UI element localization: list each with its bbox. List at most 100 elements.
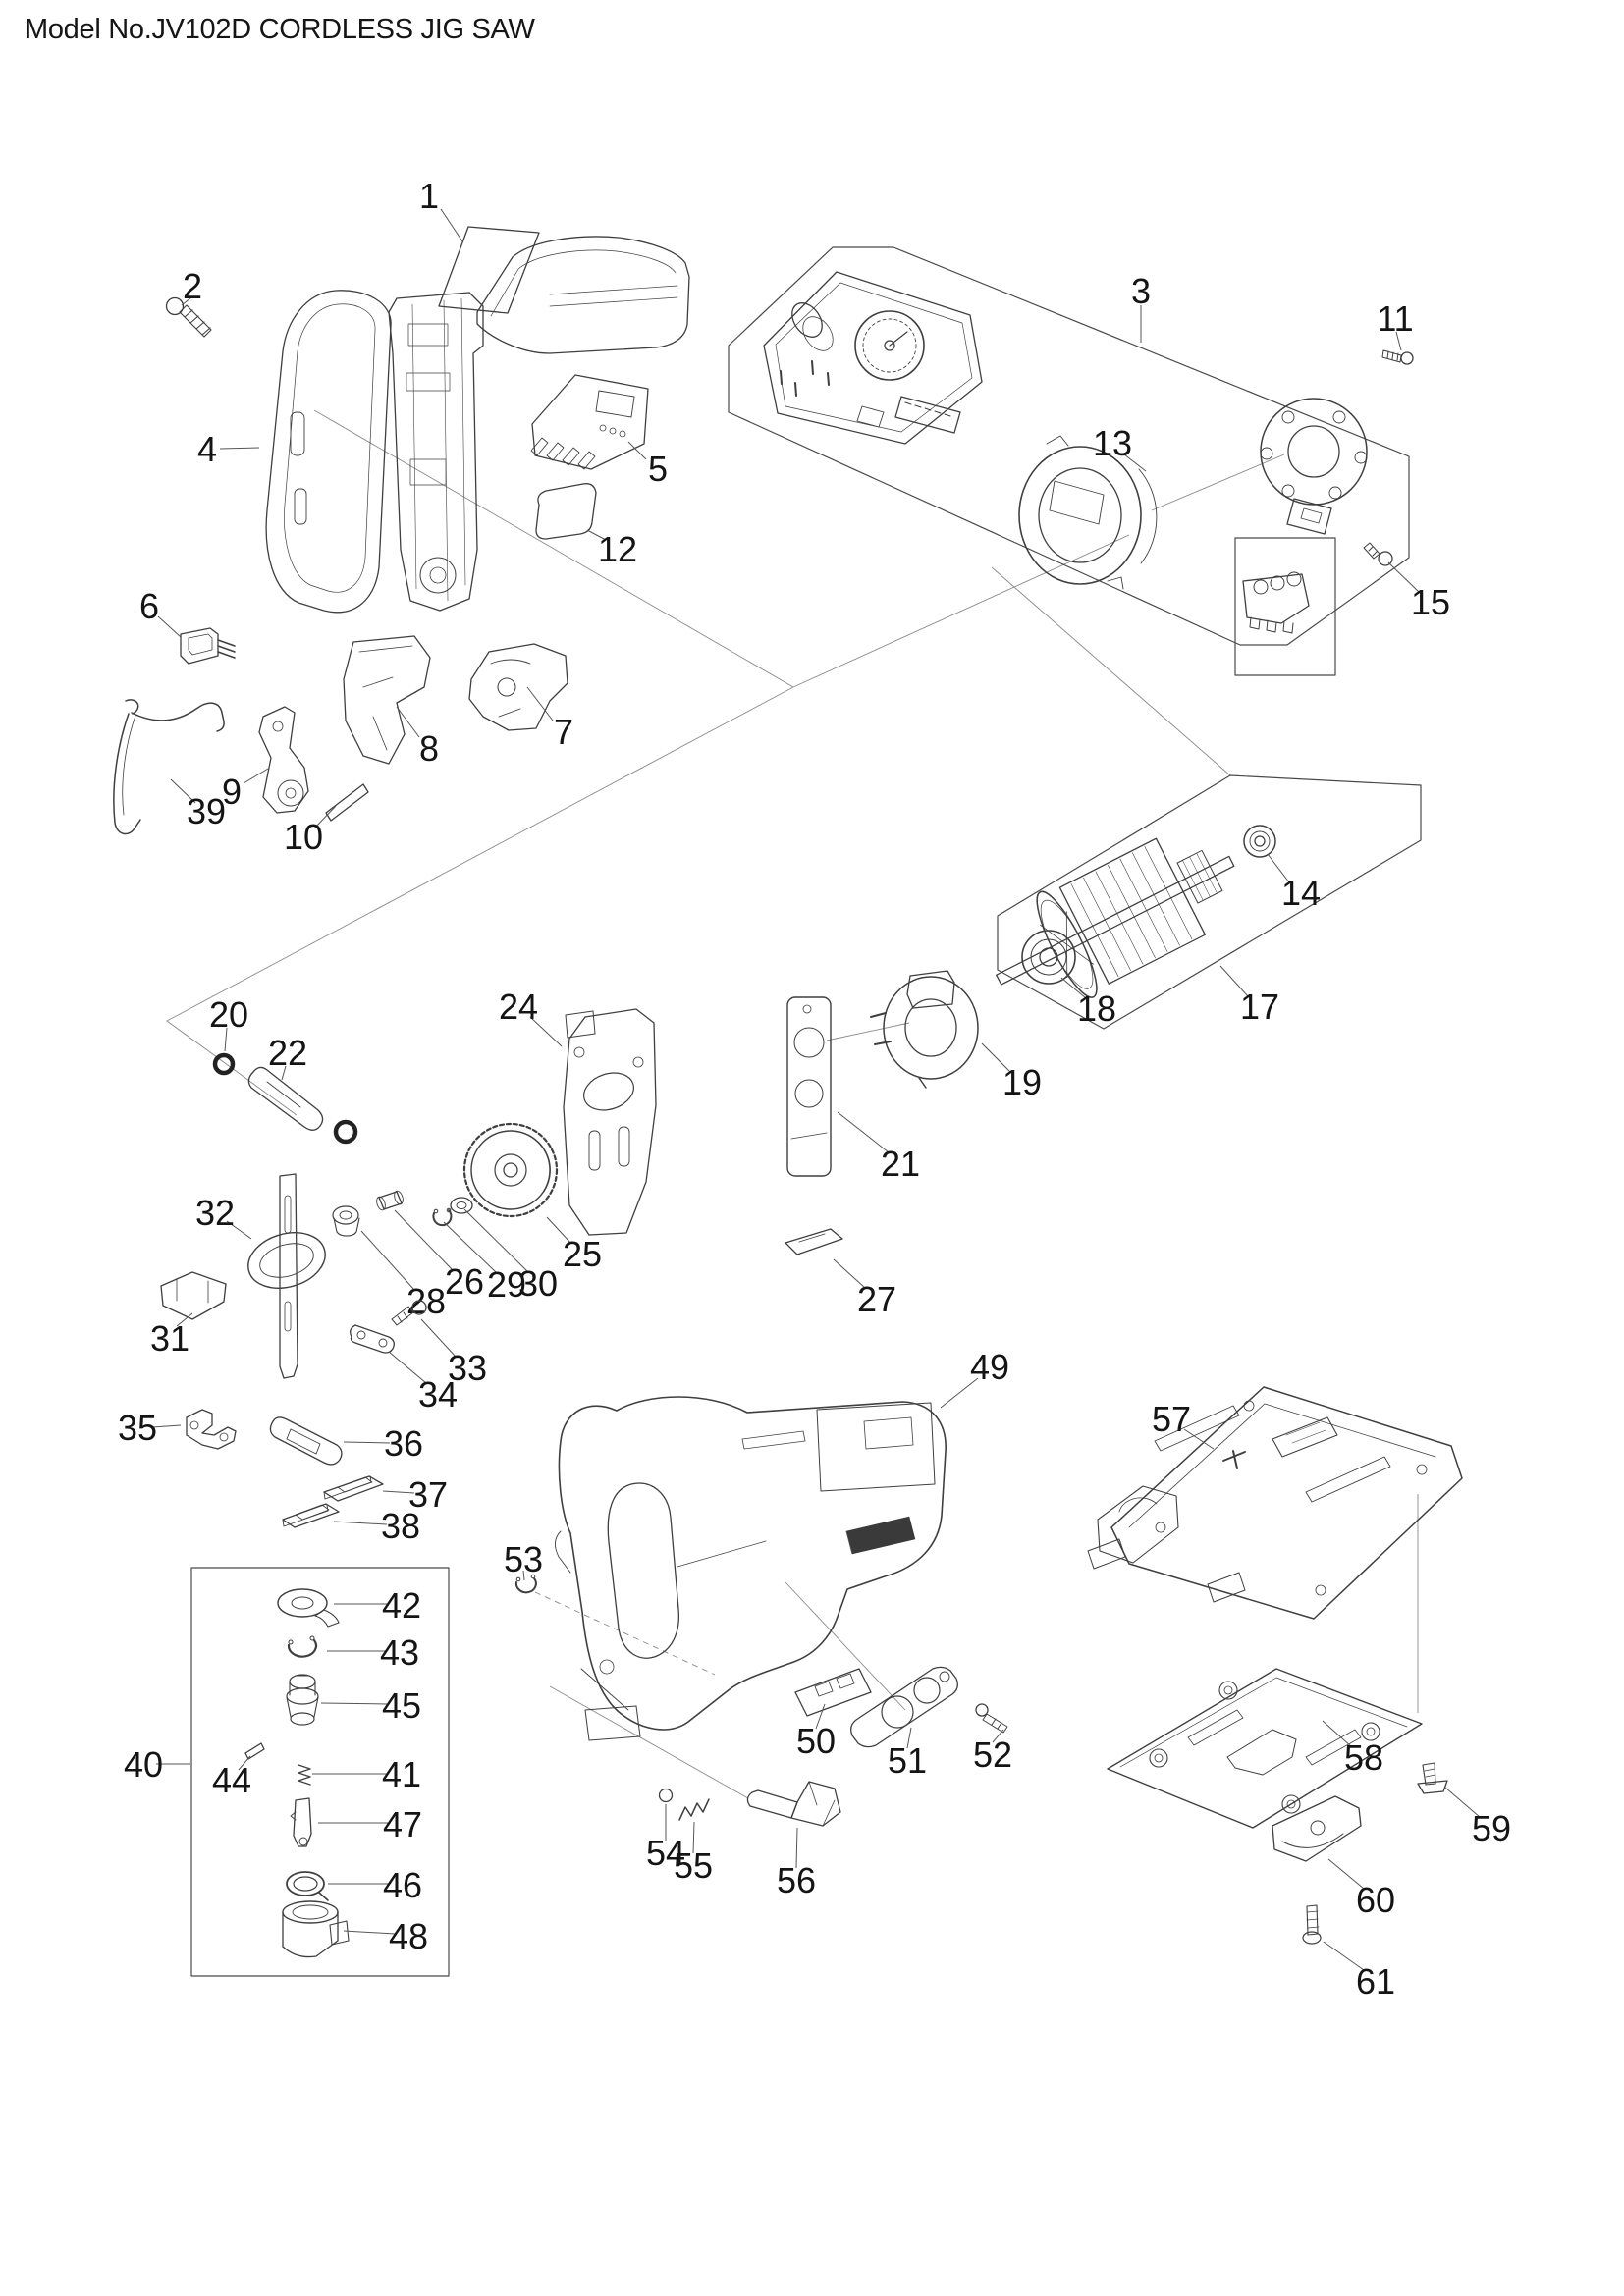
part-29-leader-line: [443, 1221, 497, 1273]
part-26-drawing: [376, 1190, 404, 1211]
part-49-label: 49: [970, 1347, 1009, 1387]
part-5-leader-line: [627, 441, 647, 460]
part-42-drawing: [277, 1588, 340, 1628]
part-36-leader-line: [343, 1441, 391, 1444]
part-17-leader-line: [1219, 965, 1249, 997]
part-27-label: 27: [857, 1279, 896, 1319]
part-4-label: 4: [197, 429, 217, 469]
part-24-label: 24: [499, 987, 538, 1027]
part-43-label: 43: [380, 1632, 419, 1673]
part-53-drawing: [514, 1574, 537, 1594]
part-8-label: 8: [419, 728, 439, 769]
part-53-label: 53: [504, 1539, 543, 1579]
part-29-label: 29: [487, 1264, 526, 1305]
part-55-drawing: [678, 1798, 710, 1821]
part-25-leader-line: [546, 1216, 571, 1244]
part-61-label: 61: [1356, 1961, 1395, 2002]
part-7-leader-line: [526, 686, 554, 721]
part-15-label: 15: [1411, 582, 1450, 622]
part-46-label: 46: [383, 1865, 422, 1905]
part-8-drawing: [343, 635, 431, 765]
part-11-leader-line: [1395, 331, 1402, 351]
part-17-drawing: [996, 837, 1235, 998]
part-58-drawing: [1107, 1668, 1423, 1829]
part-34-drawing: [350, 1324, 395, 1354]
part-10-leader-line: [313, 805, 337, 829]
part-8-leader-line: [396, 706, 420, 738]
part-39-leader-line: [170, 778, 196, 804]
part-37-drawing: [323, 1475, 384, 1502]
page-title: Model No.JV102D CORDLESS JIG SAW: [25, 14, 535, 45]
part-22-leader-line: [281, 1065, 287, 1081]
part-51-leader-line: [906, 1727, 912, 1749]
part-22-drawing: [247, 1066, 324, 1131]
part-31-drawing: [160, 1271, 227, 1320]
part-34-label: 34: [418, 1374, 458, 1415]
part-28-label: 28: [406, 1281, 446, 1321]
part-11-drawing: [1381, 349, 1414, 365]
part-52-label: 52: [973, 1735, 1012, 1775]
part-49-drawing: [555, 1396, 947, 1741]
part-51-drawing: [850, 1666, 958, 1748]
part-13-label: 13: [1093, 423, 1132, 463]
part-22-label: 22: [268, 1033, 307, 1073]
part-33-drawing: [391, 1300, 427, 1326]
flange-axis-guide-line: [1151, 454, 1285, 511]
part-5-label: 5: [648, 449, 668, 489]
part-9-drawing: [258, 706, 309, 814]
part-5-drawing: [530, 374, 649, 470]
part-17-label: 17: [1240, 987, 1279, 1027]
part-29-drawing: [432, 1207, 453, 1227]
part-56-leader-line: [795, 1827, 798, 1869]
part-36-label: 36: [384, 1423, 423, 1464]
part-28-leader-line: [360, 1230, 415, 1291]
part-33-label: 33: [448, 1348, 487, 1388]
part-41-label: 41: [382, 1754, 421, 1794]
part-1-label: 1: [419, 176, 439, 216]
part-45-leader-line: [320, 1702, 389, 1705]
part-18-drawing: [1021, 930, 1076, 985]
part-19-leader-line: [981, 1042, 1011, 1073]
part-45-drawing: [286, 1674, 319, 1726]
part-44-label: 44: [212, 1760, 251, 1800]
clip-axis-guide-line: [534, 1591, 716, 1676]
part-48-leader-line: [343, 1930, 396, 1935]
lever-axis-guide-line: [549, 1685, 749, 1799]
part-19-label: 19: [1002, 1062, 1042, 1102]
part-13-leader-line: [1123, 454, 1147, 472]
part-50-drawing: [794, 1668, 872, 1717]
part-43-drawing: [287, 1635, 318, 1658]
part-24-leader-line: [529, 1016, 563, 1047]
part-35-drawing: [186, 1409, 237, 1450]
part-10-drawing: [325, 783, 369, 822]
part-14-drawing: [1243, 825, 1276, 858]
part-59-leader-line: [1444, 1787, 1481, 1818]
part-11-label: 11: [1377, 298, 1413, 339]
part-33-leader-line: [420, 1318, 457, 1358]
part-25-label: 25: [563, 1234, 602, 1274]
terminal-outline: [1234, 537, 1336, 676]
part-44-drawing: [244, 1742, 265, 1760]
part-54-label: 54: [646, 1833, 685, 1873]
part-30-leader-line: [463, 1208, 528, 1272]
part-12-leader-line: [586, 529, 607, 541]
part-46-drawing: [286, 1871, 329, 1901]
part-30-drawing: [450, 1197, 473, 1214]
part-38-label: 38: [381, 1506, 420, 1546]
part-13-drawing: [1018, 435, 1158, 590]
part-9-label: 9: [222, 772, 242, 812]
part-6-drawing: [180, 627, 236, 665]
part-52-drawing: [975, 1703, 1008, 1734]
part-53-leader-line: [522, 1570, 525, 1581]
part-21-drawing: [786, 996, 832, 1177]
part-51-label: 51: [888, 1740, 927, 1781]
part-32-leader-line: [226, 1220, 252, 1240]
part-49-leader-line: [940, 1377, 979, 1409]
part-57-drawing: [1087, 1386, 1463, 1620]
part-47-drawing: [290, 1797, 312, 1847]
part-25-drawing: [462, 1122, 559, 1218]
part-48-drawing: [282, 1900, 350, 1958]
part-2-leader-line: [181, 296, 192, 306]
part-6-label: 6: [139, 586, 159, 626]
